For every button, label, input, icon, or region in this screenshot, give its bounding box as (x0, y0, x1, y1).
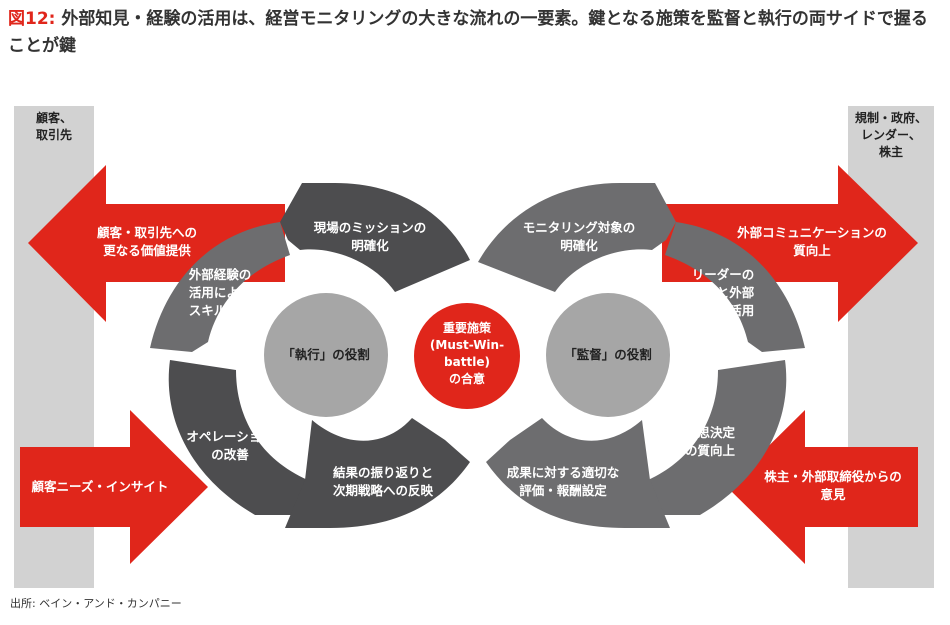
left-band-label: 顧客、 取引先 (35, 111, 72, 142)
arrow-bottom-left-label: 顧客ニーズ・インサイト (31, 479, 169, 494)
right-hub-label: 「監督」の役割 (564, 347, 652, 362)
figure-title-text: 外部知見・経験の活用は、経営モニタリングの大きな流れの一要素。鍵となる施策を監督… (8, 9, 928, 56)
left-hub-label: 「執行」の役割 (282, 347, 370, 362)
right-segment-label-bottom: 成果に対する適切な 評価・報酬設定 (506, 465, 620, 498)
arrow-bottom-left (20, 410, 208, 564)
right-loop-segment-right (665, 222, 805, 352)
right-segment-label-top: モニタリング対象の 明確化 (522, 220, 636, 253)
right-loop-segment-bottom (486, 418, 670, 528)
center-circle (414, 303, 520, 409)
left-hub (264, 293, 388, 417)
right-loop-segment-top (478, 183, 676, 292)
right-segment-label-lower-right: 意思決定 の質向上 (684, 425, 735, 458)
arrow-top-right-label: 外部コミュニケーションの 質向上 (737, 225, 887, 258)
left-loop-segment-left (150, 222, 290, 352)
arrow-bottom-right (727, 410, 918, 564)
arrow-top-left (28, 165, 285, 322)
right-band-label: 規制・政府、 レンダー、 株主 (854, 111, 927, 159)
left-segment-label-lower-left: オペレーション の改善 (186, 429, 274, 462)
left-segment-label-left: 外部経験の 活用による スキル構築 (188, 267, 252, 318)
center-label: 重要施策 (Must-Win- battle) の合意 (429, 321, 505, 386)
left-loop-segment-bottom (285, 418, 470, 528)
right-hub (546, 293, 670, 417)
right-loop-segment-lower-right (648, 360, 787, 515)
left-segment-label-top: 現場のミッションの 明確化 (313, 220, 427, 253)
figure-number: 図12: (8, 9, 56, 29)
left-loop-segment-top (280, 183, 470, 292)
arrow-top-right (662, 165, 918, 322)
left-segment-label-bottom: 結果の振り返りと 次期戦略への反映 (332, 465, 433, 498)
source-note: 出所: ベイン・アンド・カンパニー (10, 597, 182, 610)
right-segment-label-right: リーダーの 選択と外部 知見の活用 (691, 267, 755, 318)
figure-title: 図12: 外部知見・経験の活用は、経営モニタリングの大きな流れの一要素。鍵となる… (8, 6, 938, 60)
left-loop-segment-lower-left (168, 360, 308, 515)
arrow-top-left-label: 顧客・取引先への 更なる価値提供 (96, 225, 197, 258)
arrow-bottom-right-label: 株主・外部取締役からの 意見 (764, 469, 902, 502)
